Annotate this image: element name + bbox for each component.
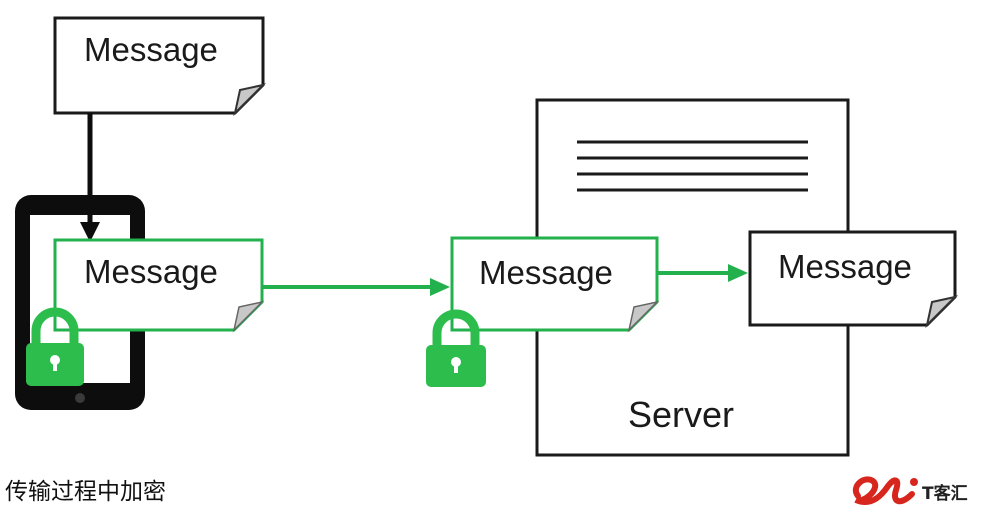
lock-icon — [426, 309, 486, 387]
arrow-phone-to-server — [262, 278, 450, 296]
logo-swoosh-icon — [853, 476, 915, 506]
logo-text: T客汇 — [922, 483, 968, 504]
arrow-decrypt — [657, 264, 748, 282]
arrow-down-icon — [80, 222, 100, 242]
server-encrypted-message-document: Message — [450, 236, 660, 333]
arrow-source-to-phone — [80, 113, 100, 242]
home-button-icon — [75, 393, 85, 403]
lock-icon — [26, 307, 84, 386]
logo-dot-icon — [910, 478, 918, 486]
source-message-label: Message — [84, 31, 218, 68]
phone-encrypted-message-label: Message — [84, 253, 218, 290]
server-encrypted-message-label: Message — [479, 254, 613, 291]
source-message-document: Message — [53, 16, 267, 117]
phone-encrypted-message-document: Message — [53, 238, 265, 333]
arrow-right-icon — [728, 264, 748, 282]
caption: 传输过程中加密 — [5, 479, 166, 505]
arrow-right-icon — [430, 278, 450, 296]
server-decrypted-message-label: Message — [778, 248, 912, 285]
server-text-lines — [577, 140, 808, 192]
itkehui-logo: T客汇 — [853, 476, 968, 506]
server-label: Server — [628, 394, 734, 435]
server-decrypted-message-document: Message — [748, 230, 959, 329]
